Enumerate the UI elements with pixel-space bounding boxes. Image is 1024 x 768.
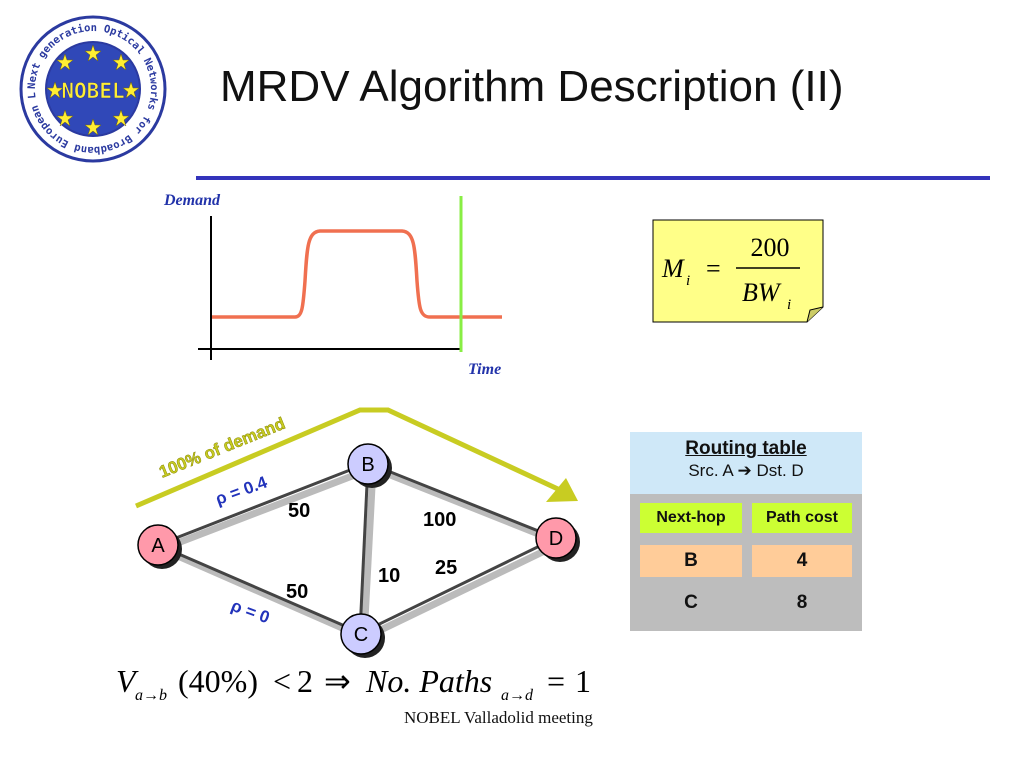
nobel-logo: Next generation Optical Networks for Bro… bbox=[18, 14, 167, 163]
node-a bbox=[137, 524, 179, 566]
subtitle-dst: Dst. D bbox=[756, 461, 804, 480]
formula-numerator: 200 bbox=[751, 233, 790, 262]
right-arrow-icon: ➔ bbox=[737, 461, 752, 480]
eq-v-sub: a→b bbox=[135, 687, 167, 704]
link-bd bbox=[367, 461, 557, 540]
eq-paths-sub: a→d bbox=[501, 687, 534, 704]
table-row-2-path-cost: 8 bbox=[796, 592, 808, 613]
column-header-next-hop: Next-hop bbox=[640, 503, 742, 533]
eq-percent: (40%) bbox=[178, 663, 258, 699]
routing-table-title: Routing table bbox=[685, 438, 807, 459]
cost-bd: 100 bbox=[423, 509, 456, 531]
formula-denominator-sub: i bbox=[787, 297, 791, 313]
rho-bottom-label: ρ = 0 bbox=[229, 596, 272, 627]
eq-two: 2 bbox=[297, 663, 313, 699]
bottom-equation: V a→b (40%) < 2 ⇒ No. Paths a→d = 1 bbox=[116, 663, 591, 704]
node-b-label: B bbox=[361, 454, 374, 476]
column-header-path-cost: Path cost bbox=[752, 503, 852, 533]
formula-denominator: BW bbox=[742, 278, 782, 307]
demand-curve bbox=[212, 229, 502, 319]
slide-title: MRDV Algorithm Description (II) bbox=[220, 62, 844, 111]
routing-table-subtitle: Src. A ➔ Dst. D bbox=[630, 461, 862, 481]
cost-cd: 25 bbox=[435, 557, 457, 579]
routing-table-header: Routing table Src. A ➔ Dst. D bbox=[630, 432, 862, 494]
node-a-label: A bbox=[151, 535, 165, 557]
eq-one: 1 bbox=[575, 663, 591, 699]
link-ac bbox=[157, 543, 362, 635]
footer-text: NOBEL Valladolid meeting bbox=[404, 708, 593, 727]
demand-time-diagram: Demand Time bbox=[163, 192, 502, 378]
link-ab bbox=[157, 461, 369, 547]
cost-ac: 50 bbox=[286, 581, 308, 603]
node-d bbox=[535, 517, 577, 559]
formula-lhs-sub: i bbox=[686, 273, 690, 289]
eq-lt: < bbox=[273, 663, 291, 699]
link-cd bbox=[360, 536, 557, 635]
time-axis-label: Time bbox=[468, 361, 501, 378]
logo-center-text: NOBEL bbox=[61, 79, 124, 103]
cost-ab: 50 bbox=[288, 500, 310, 522]
eq-v: V bbox=[116, 663, 139, 699]
arrow-head bbox=[546, 478, 578, 502]
star-icons bbox=[46, 44, 140, 136]
link-bc bbox=[358, 462, 370, 634]
eq-equals: = bbox=[547, 663, 565, 699]
network-diagram: 100% of demand ρ = 0.4 ρ = 0 50 50 10 10… bbox=[135, 407, 580, 658]
title-divider bbox=[196, 176, 990, 180]
formula-equals: = bbox=[706, 254, 721, 283]
eq-implies: ⇒ bbox=[324, 663, 351, 699]
eq-paths: No. Paths bbox=[365, 663, 492, 699]
demand-axis-label: Demand bbox=[163, 192, 221, 209]
node-c bbox=[340, 613, 382, 655]
node-d-label: D bbox=[549, 528, 563, 550]
table-row-2-next-hop: C bbox=[684, 592, 698, 613]
table-row-1-path-cost: 4 bbox=[752, 545, 852, 577]
node-c-label: C bbox=[354, 624, 368, 646]
formula-note: M i = 200 BW i bbox=[652, 219, 824, 323]
cost-bc: 10 bbox=[378, 565, 400, 587]
subtitle-src: Src. A bbox=[688, 461, 733, 480]
routing-table: Routing table Src. A ➔ Dst. D Next-hop P… bbox=[630, 432, 862, 631]
node-b bbox=[347, 443, 389, 485]
table-row-1-next-hop: B bbox=[640, 545, 742, 577]
demand-arrow bbox=[135, 407, 562, 509]
formula-lhs: M bbox=[661, 254, 685, 283]
routing-table-body: Next-hop Path cost B 4 C 8 bbox=[630, 494, 862, 631]
